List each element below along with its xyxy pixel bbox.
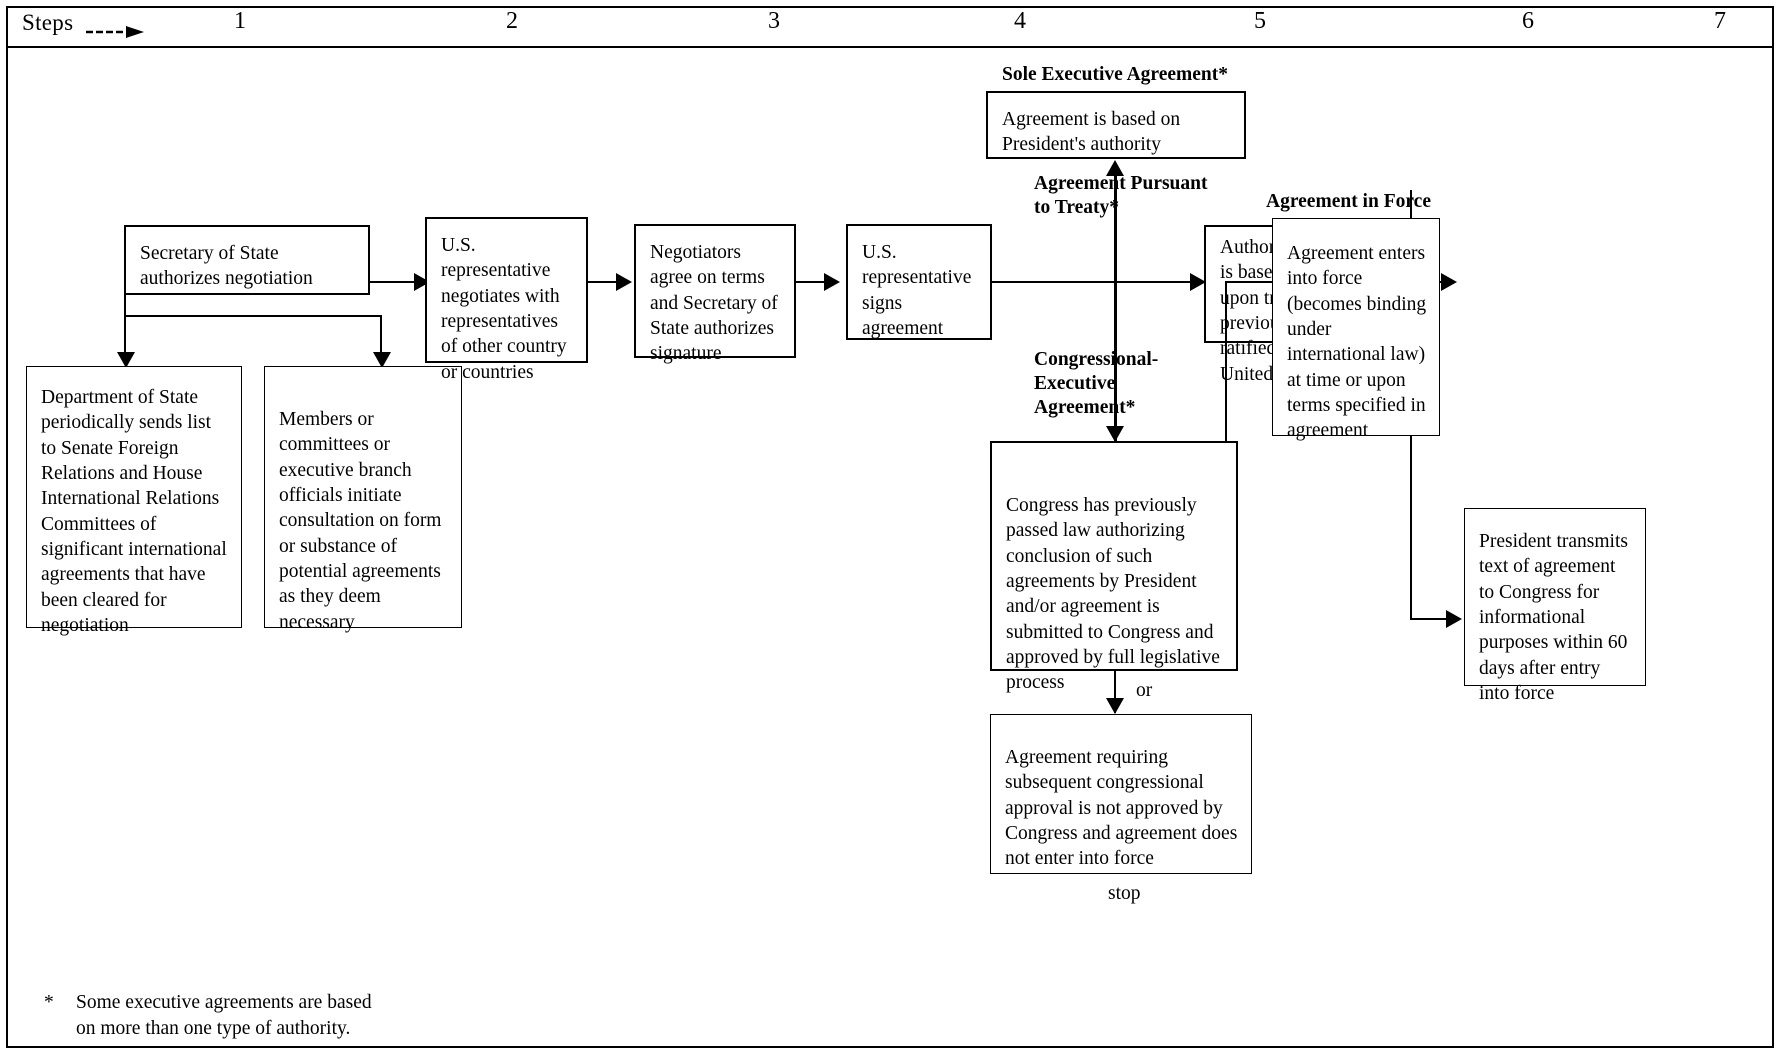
box-us-rep-signs: U.S. representative signs agreement	[846, 224, 992, 340]
connector-to-members	[380, 315, 382, 360]
box-sole-executive-agreement: Agreement is based on President's author…	[986, 91, 1246, 159]
arrowhead-to-sole-executive	[1106, 160, 1124, 176]
arrowhead-to-not-approved	[1106, 698, 1124, 714]
step-number-5: 5	[1254, 8, 1266, 34]
box-not-approved: Agreement requiring subsequent congressi…	[990, 714, 1252, 874]
arrowhead-to-congressional-executive	[1106, 426, 1124, 442]
footnote-text: Some executive agreements are based on m…	[76, 992, 372, 1040]
arrowhead-to-president-transmits	[1446, 610, 1462, 628]
connector-branch-bus	[1114, 175, 1117, 441]
box-negotiators-agree: Negotiators agree on terms and Secretary…	[634, 224, 796, 364]
step-number-4: 4	[1014, 8, 1026, 34]
caption-congressional-executive: Congressional- Executive Agreement*	[1034, 349, 1159, 418]
connector-congexec-to-stop	[1114, 671, 1116, 713]
page-border	[6, 6, 1774, 1048]
box-secretary-authorizes: Secretary of State authorizes negotiatio…	[124, 225, 370, 295]
right-arrow-icon	[86, 26, 144, 38]
connector-to-dept-state	[124, 315, 126, 360]
caption-sole-executive: Sole Executive Agreement*	[1002, 64, 1229, 85]
box-agreement-in-force: Agreement enters into force (becomes bin…	[1272, 218, 1440, 441]
connector-force-to-transmits	[1410, 618, 1450, 620]
step-number-2: 2	[506, 8, 518, 34]
arrowhead-s2-to-s3	[616, 273, 632, 291]
step-number-7: 7	[1714, 8, 1726, 34]
arrowhead-to-dept-state	[117, 352, 135, 368]
step-number-1: 1	[234, 8, 246, 34]
connector-s1-bus	[124, 315, 382, 317]
steps-label: Steps	[22, 10, 74, 35]
header-divider	[8, 46, 1772, 48]
arrowhead-to-treaty	[1190, 273, 1206, 291]
connector-s2-to-s3	[588, 281, 620, 283]
caption-pursuant-to-treaty: Agreement Pursuant to Treaty*	[1034, 173, 1208, 218]
box-dept-state-list: Department of State periodically sends l…	[26, 366, 242, 636]
connector-s3-to-s4	[796, 281, 828, 283]
connector-s1-to-s2	[370, 281, 416, 283]
connector-congexec-riser	[1225, 281, 1227, 443]
connector-s4-to-bus	[992, 281, 1115, 283]
connector-s1-drop	[124, 295, 126, 317]
arrowhead-s3-to-s4	[824, 273, 840, 291]
step-number-3: 3	[768, 8, 780, 34]
step-number-6: 6	[1522, 8, 1534, 34]
arrowhead-to-members	[373, 352, 391, 368]
box-congressional-executive: Congress has previously passed law autho…	[990, 441, 1238, 693]
box-president-transmits: President transmits text of agreement to…	[1464, 508, 1646, 704]
arrowhead-to-agreement-in-force	[1441, 273, 1457, 291]
connector-bus-to-treaty	[1114, 281, 1200, 283]
box-us-rep-negotiates: U.S. representative negotiates with repr…	[425, 217, 588, 383]
caption-agreement-in-force: Agreement in Force	[1266, 191, 1431, 212]
box-members-consultation: Members or committees or executive branc…	[264, 366, 462, 633]
label-stop: stop	[1108, 883, 1141, 904]
footnote: * Some executive agreements are based on…	[44, 990, 484, 1043]
label-or: or	[1136, 680, 1153, 701]
footnote-marker: *	[44, 992, 54, 1013]
